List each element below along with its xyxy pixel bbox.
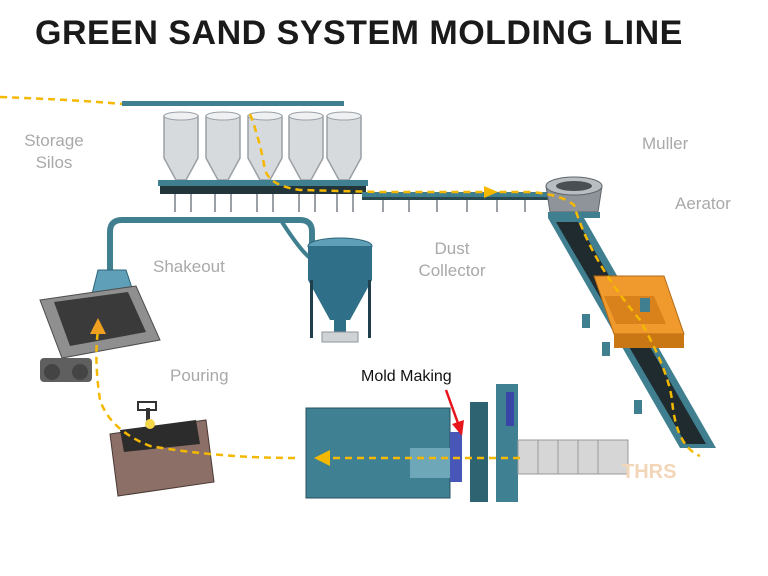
label-pouring: Pouring xyxy=(170,366,229,385)
silo xyxy=(247,111,283,181)
label-dust-collector-line1: Dust xyxy=(434,239,470,258)
flow-arrow-left xyxy=(314,450,330,466)
flow-arrows xyxy=(90,186,498,466)
silo xyxy=(326,111,362,181)
mold-making-machine: THRS xyxy=(305,384,676,502)
aerator-machine xyxy=(593,275,685,348)
silo xyxy=(163,111,199,181)
flow-arrow-right xyxy=(484,186,498,198)
label-dust-collector: Dust Collector xyxy=(408,238,496,282)
label-shakeout: Shakeout xyxy=(153,257,225,276)
label-dust-collector-line2: Collector xyxy=(418,261,486,280)
storage-silos xyxy=(163,111,362,181)
muller-machine xyxy=(545,176,603,218)
silo xyxy=(205,111,241,181)
label-storage-silos-line2: Silos xyxy=(35,153,73,172)
shakeout-pipe xyxy=(107,217,315,272)
label-muller: Muller xyxy=(642,134,689,153)
dust-collector-pipe xyxy=(280,220,312,260)
sand-flow-path xyxy=(0,95,701,460)
watermark: THRS xyxy=(622,461,676,483)
silo-conveyor xyxy=(158,180,368,212)
label-storage-silos-line1: Storage xyxy=(24,131,84,150)
supply-rail xyxy=(122,101,344,106)
main-conveyor xyxy=(362,192,552,212)
flow-arrow-up xyxy=(90,318,106,334)
silo xyxy=(288,111,324,181)
page-title: GREEN SAND SYSTEM MOLDING LINE xyxy=(35,14,683,52)
dust-collector xyxy=(307,237,373,343)
label-storage-silos: Storage Silos xyxy=(16,130,92,174)
svg-text:THRS: THRS xyxy=(622,461,676,483)
mold-making-pointer-arrow xyxy=(444,389,464,436)
label-aerator: Aerator xyxy=(675,194,731,213)
label-mold-making: Mold Making xyxy=(361,368,452,385)
